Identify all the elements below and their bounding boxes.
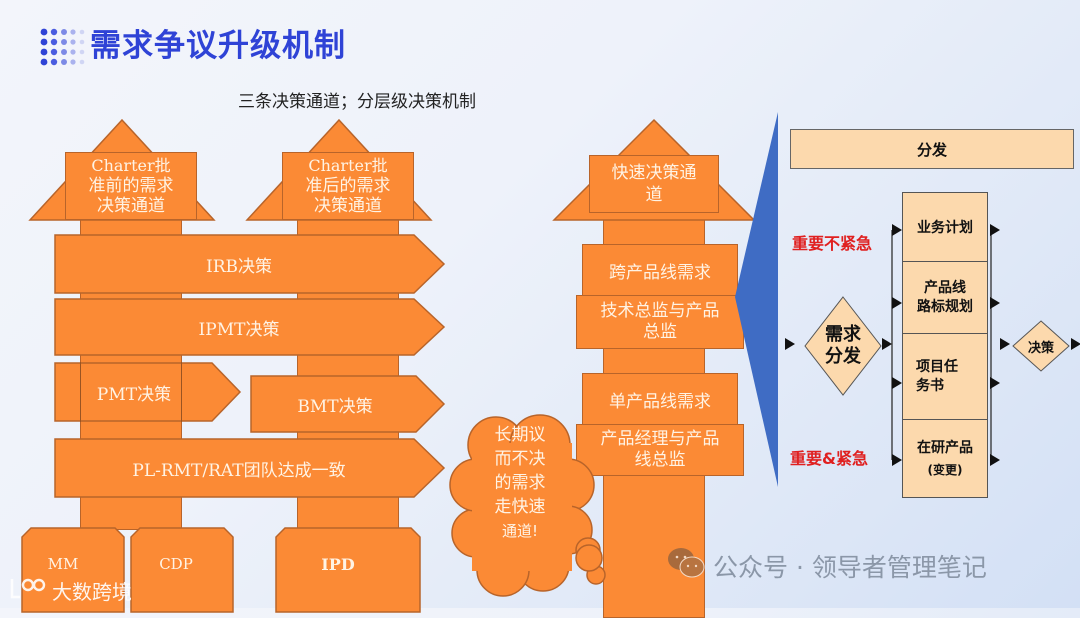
bmt-decision-label: BMT决策	[297, 396, 373, 417]
cloud-text: 长期议 而不决 的需求 走快速 通道!	[494, 425, 546, 540]
wechat-icon	[668, 548, 705, 578]
important-urgent-label: 重要&紧急	[790, 449, 868, 468]
page-title: 需求争议升级机制	[90, 28, 346, 64]
dispatch-diamond	[804, 296, 882, 396]
pmt-layer-arrow	[54, 362, 242, 422]
cross-owner-box: 技术总监与产品 总监	[576, 295, 744, 349]
pmt-shaft-overlay	[80, 362, 182, 422]
channel-before-charter: Charter批 准前的需求 决策通道	[65, 152, 197, 220]
ipmt-layer-arrow	[54, 298, 446, 356]
wechat-watermark: 公众号 · 领导者管理笔记	[713, 553, 987, 582]
pmt-decision-label: PMT决策	[96, 384, 172, 405]
pl-rmt-consensus-label: PL-RMT/RAT团队达成一致	[132, 460, 346, 481]
important-not-urgent-label: 重要不紧急	[792, 234, 873, 253]
brand-watermark: 大数跨境	[52, 580, 132, 604]
decision-diamond-label: 决策	[1027, 340, 1054, 356]
dispatch-diamond-label: 需求 分发	[825, 324, 861, 367]
bmt-layer-arrow	[250, 375, 446, 433]
channel-after-charter: Charter批 准后的需求 决策通道	[282, 152, 414, 220]
source-ipd-label: IPD	[321, 554, 355, 574]
flow-connectors	[785, 224, 1080, 466]
ipmt-decision-label: IPMT决策	[198, 319, 280, 340]
flow-item-roadmap: 产品线 路标规划	[902, 262, 988, 334]
single-product-line-box: 单产品线需求	[582, 373, 738, 425]
irb-layer-arrow	[54, 234, 446, 294]
flow-items-column	[902, 192, 988, 498]
pl-rmt-layer-arrow	[54, 438, 446, 498]
page-subtitle: 三条决策通道；分层级决策机制	[238, 92, 476, 112]
cross-product-line-box: 跨产品线需求	[582, 244, 738, 296]
dot-grid-icon	[40, 28, 85, 66]
flow-item-in-dev-product: 在研产品 (变更)	[917, 440, 973, 477]
single-owner-box: 产品经理与产品 线总监	[576, 424, 744, 476]
funnel-triangle	[735, 112, 778, 487]
flow-item-charter: 项目任 务书	[902, 334, 988, 420]
source-cdp-label: CDP	[159, 555, 193, 573]
decision-diamond	[1012, 320, 1070, 372]
flow-item-business-plan: 业务计划	[902, 192, 988, 262]
thought-cloud	[449, 414, 606, 597]
brand-logo-icon	[10, 578, 46, 599]
source-mm-label: MM	[47, 555, 79, 573]
irb-decision-label: IRB决策	[205, 256, 272, 277]
fast-channel-title: 快速决策通 道	[589, 155, 719, 213]
dispatch-header: 分发	[790, 129, 1074, 169]
